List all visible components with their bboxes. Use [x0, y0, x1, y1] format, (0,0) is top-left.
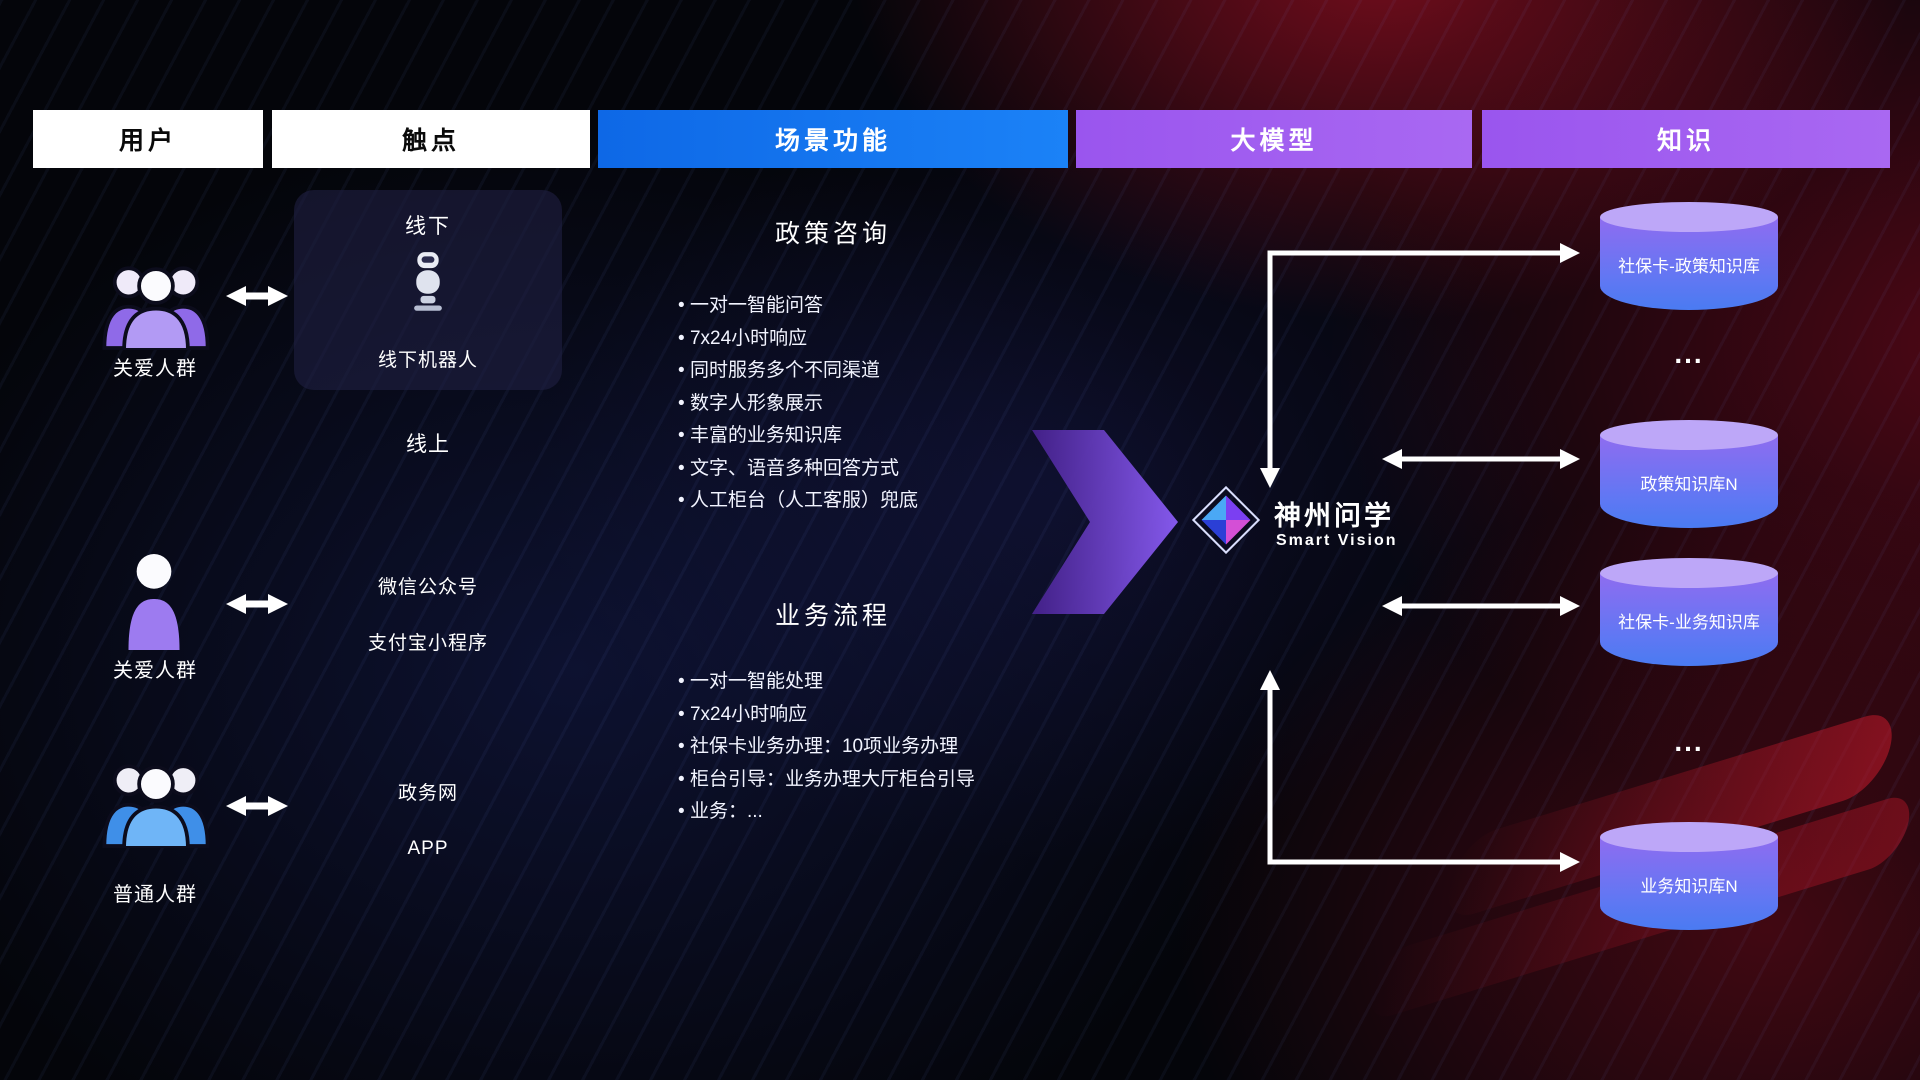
bullet-item: 文字、语音多种回答方式: [678, 453, 918, 486]
business-process-title: 业务流程: [774, 602, 891, 630]
database-icon: [1600, 202, 1778, 232]
bullet-item: 一对一智能处理: [678, 666, 975, 699]
offline-title: 线下: [405, 215, 451, 238]
db-label: 社保卡-业务知识库: [1618, 613, 1760, 633]
db-label: 业务知识库N: [1640, 877, 1738, 897]
bullet-item: 7x24小时响应: [678, 699, 975, 732]
db-policy-n: 政策知识库N: [1600, 420, 1778, 528]
user-group-icon-blue: [95, 752, 217, 850]
column-header-users: 用户: [33, 110, 263, 168]
bullet-item: 人工柜台（人工客服）兜底: [678, 485, 918, 518]
bullet-item: 丰富的业务知识库: [678, 420, 918, 453]
db-business-n: 业务知识库N: [1600, 822, 1778, 930]
database-icon: [1600, 420, 1778, 450]
db-business-social-card: 社保卡-业务知识库: [1600, 558, 1778, 666]
channel-alipay: 支付宝小程序: [367, 633, 488, 654]
online-title: 线上: [406, 433, 450, 456]
model-subtitle: Smart Vision: [1276, 532, 1398, 549]
bullet-item: 社保卡业务办理：10项业务办理: [678, 731, 975, 764]
db-policy-social-card: 社保卡-政策知识库: [1600, 202, 1778, 310]
db-label: 政策知识库N: [1640, 475, 1738, 495]
model-name: 神州问学: [1274, 501, 1394, 531]
db-label: 社保卡-政策知识库: [1618, 257, 1760, 277]
bullet-item: 数字人形象展示: [678, 388, 918, 421]
user-group-label: 关爱人群: [113, 358, 197, 380]
user-person-label: 关爱人群: [113, 660, 197, 682]
bullet-item: 7x24小时响应: [678, 323, 918, 356]
column-header-scene-functions: 场景功能: [598, 110, 1068, 168]
robot-icon: [406, 250, 450, 319]
business-bullet-list: 一对一智能处理 7x24小时响应 社保卡业务办理：10项业务办理 柜台引导：业务…: [678, 666, 975, 829]
bullet-item: 同时服务多个不同渠道: [678, 355, 918, 388]
ellipsis-policy: ...: [1674, 338, 1704, 369]
ellipsis-business: ...: [1674, 726, 1704, 757]
database-icon: [1600, 822, 1778, 852]
channel-gov-web: 政务网: [397, 783, 458, 804]
policy-consult-title: 政策咨询: [774, 220, 891, 248]
column-header-large-model: 大模型: [1076, 110, 1472, 168]
bullet-item: 柜台引导：业务办理大厅柜台引导: [678, 764, 975, 797]
bullet-item: 一对一智能问答: [678, 290, 918, 323]
flow-arrow-icon: [1032, 430, 1178, 614]
offline-robot-label: 线下机器人: [377, 350, 478, 371]
policy-bullet-list: 一对一智能问答 7x24小时响应 同时服务多个不同渠道 数字人形象展示 丰富的业…: [678, 290, 918, 518]
column-header-knowledge: 知识: [1482, 110, 1890, 168]
offline-touchpoint-card: 线下 线下机器人: [294, 190, 562, 390]
channel-app: APP: [407, 838, 449, 859]
user-general-label: 普通人群: [113, 884, 197, 906]
user-person-icon-purple: [124, 552, 184, 652]
bullet-item: 业务：...: [678, 796, 975, 829]
user-group-icon-purple: [95, 254, 217, 352]
smart-vision-logo-icon: [1191, 485, 1261, 555]
database-icon: [1600, 558, 1778, 588]
channel-wechat: 微信公众号: [377, 577, 478, 598]
column-header-touchpoints: 触点: [272, 110, 590, 168]
